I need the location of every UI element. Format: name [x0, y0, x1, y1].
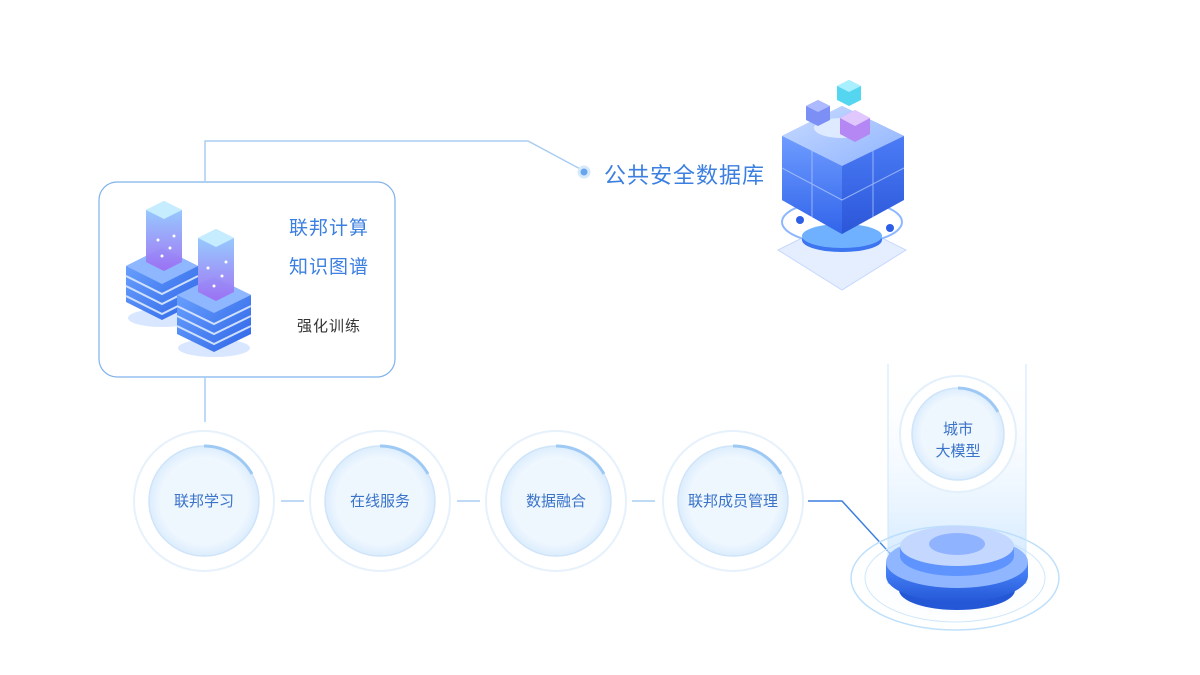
- step-federated-learning: 联邦学习: [173, 492, 234, 510]
- city-model-label-line2: 大模型: [935, 442, 981, 460]
- database-connector-dot: [577, 165, 591, 179]
- server-stack-icon: [176, 229, 252, 357]
- floating-block-icon: [806, 100, 830, 126]
- database-cube-icon: [776, 80, 908, 291]
- step-data-fusion: 数据融合: [525, 492, 586, 510]
- floating-block-icon: [840, 110, 870, 142]
- tech-item-knowledge-graph: 知识图谱: [289, 256, 370, 278]
- step-federation-member-management: 联邦成员管理: [687, 492, 778, 510]
- connector-panel-to-database: [204, 140, 585, 181]
- tech-item-federated-computing: 联邦计算: [289, 217, 370, 239]
- flow-circles: [133, 430, 804, 572]
- city-model-label-line1: 城市: [942, 420, 973, 438]
- tech-item-reinforcement-training: 强化训练: [297, 317, 362, 335]
- flow-circle: [485, 430, 627, 572]
- flow-circle: [133, 430, 275, 572]
- step-online-service: 在线服务: [349, 492, 410, 510]
- floating-block-icon: [837, 80, 861, 106]
- flow-circle: [309, 430, 451, 572]
- city-model-platform-icon: [850, 364, 1060, 631]
- database-label: 公共安全数据库: [604, 164, 766, 189]
- connector-step4-city: [808, 500, 897, 561]
- flow-circle: [662, 430, 804, 572]
- city-model-label: 城市 大模型: [923, 418, 993, 462]
